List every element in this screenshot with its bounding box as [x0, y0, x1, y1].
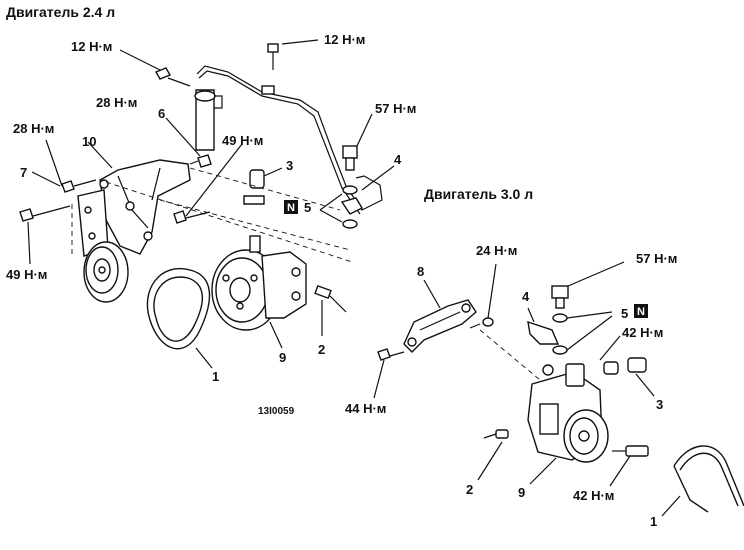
- sensor-connector-2-4: [314, 284, 347, 313]
- torque-label: 57 Н·м: [636, 251, 677, 266]
- part-number: 5: [304, 200, 311, 215]
- part-number: 4: [394, 152, 402, 167]
- part-number: 2: [318, 342, 325, 357]
- part-number: 5: [621, 306, 628, 321]
- bolt-28nm-left: [61, 179, 97, 193]
- pump-2-4: [211, 235, 307, 331]
- drive-belt-3-0: [673, 445, 744, 507]
- torque-label: 57 Н·м: [375, 101, 416, 116]
- part-number: 10: [82, 134, 96, 149]
- torque-label: 42 Н·м: [573, 488, 614, 503]
- svg-text:N: N: [287, 202, 295, 214]
- pump-bracket: [99, 159, 191, 255]
- washer: [342, 219, 358, 229]
- torque-label: 12 Н·м: [71, 39, 112, 54]
- bolt-49nm-left: [19, 205, 71, 222]
- bolt-24nm: [469, 317, 494, 329]
- torque-label: 42 Н·м: [622, 325, 663, 340]
- bolt-49nm-mid: [173, 210, 211, 224]
- figure-code: 13I0059: [258, 406, 295, 417]
- banjo-bolt-57nm: [342, 145, 358, 171]
- title-engine-2-4: Двигатель 2.4 л: [6, 4, 115, 20]
- banjo-bolt-57nm-3-0: [551, 285, 569, 309]
- torque-label: 12 Н·м: [324, 32, 365, 47]
- bolt-12nm-left: [154, 67, 191, 87]
- banjo-fitting-3-0: [527, 320, 560, 345]
- sensor-connector-3-0: [483, 429, 509, 439]
- bolt-44nm: [377, 348, 405, 361]
- hose-section: [195, 89, 215, 151]
- title-engine-3-0: Двигатель 3.0 л: [424, 186, 533, 202]
- bolt-12nm-top: [267, 43, 279, 70]
- part-number: 3: [286, 158, 293, 173]
- washer: [342, 185, 358, 195]
- bolt-42nm-lower: [612, 445, 649, 457]
- torque-label: 24 Н·м: [476, 243, 517, 258]
- torque-label: 49 Н·м: [6, 267, 47, 282]
- pressure-tube: [196, 65, 383, 211]
- part-number: 6: [158, 106, 165, 121]
- part-number: 8: [417, 264, 424, 279]
- washer: [552, 345, 568, 355]
- pipe-fitting: [249, 169, 265, 189]
- part-number: 4: [522, 289, 530, 304]
- part-number: 9: [518, 485, 525, 500]
- part-number: 7: [20, 165, 27, 180]
- part-number: 2: [466, 482, 473, 497]
- n-badge-2-4: N: [284, 200, 298, 214]
- engine-3-0-assembly: [373, 261, 744, 517]
- pump-3-0: [527, 363, 609, 463]
- pulley-2-4-left: [83, 241, 129, 303]
- svg-text:N: N: [637, 306, 645, 318]
- drive-belt-2-4: [146, 267, 211, 350]
- torque-label: 44 Н·м: [345, 401, 386, 416]
- n-badge-3-0: N: [634, 304, 648, 318]
- part-number: 3: [656, 397, 663, 412]
- part-number: 1: [212, 369, 219, 384]
- part-number: 9: [279, 350, 286, 365]
- part-number: 1: [650, 514, 657, 529]
- pipe-fitting-3-0: [603, 357, 647, 375]
- bolt-28nm-right: [189, 154, 212, 168]
- washer: [552, 313, 568, 323]
- torque-label: 28 Н·м: [13, 121, 54, 136]
- torque-label: 49 Н·м: [222, 133, 263, 148]
- tube-clamp: [261, 85, 275, 95]
- torque-label: 28 Н·м: [96, 95, 137, 110]
- banjo-fitting: [340, 197, 363, 215]
- engine-2-4-assembly: [19, 39, 395, 369]
